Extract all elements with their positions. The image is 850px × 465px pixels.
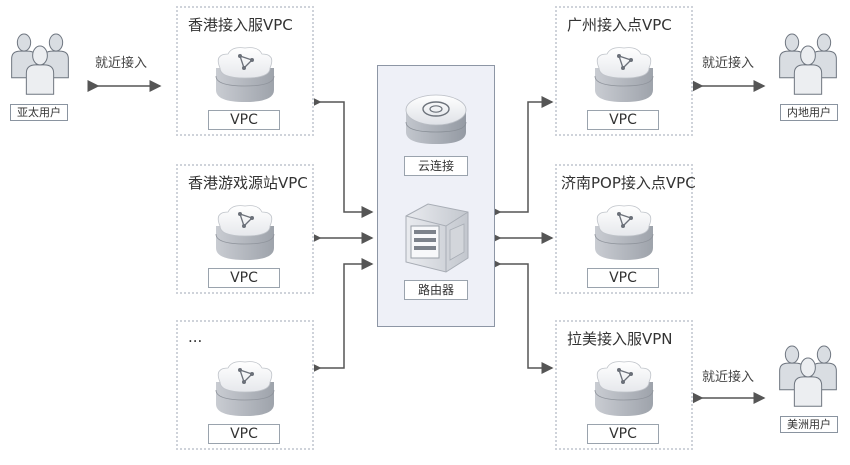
vpc-icon (589, 360, 659, 420)
mainland-users-label: 内地用户 (780, 104, 838, 121)
vpc-box-more: ... VPC (176, 320, 314, 450)
arrow-right-top (489, 96, 554, 218)
vpc-title: 香港接入服VPC (188, 16, 293, 34)
users-icon (779, 33, 837, 95)
router-icon (405, 203, 469, 273)
vpc-icon (210, 204, 280, 264)
near-access-right-bottom: 就近接入 (702, 370, 755, 385)
person-shape (11, 33, 37, 79)
person-shape (25, 45, 55, 95)
vpc-icon (589, 204, 659, 264)
vpc-cloud-icon (215, 47, 275, 102)
vpc-icon (589, 46, 659, 106)
vpc-cloud-icon (215, 205, 275, 260)
apac-users: 亚太用户 (6, 30, 76, 122)
cloud-connect-panel: 云连接 路由器 (377, 65, 495, 327)
users-icon (779, 345, 837, 407)
cloud-connect-label: 云连接 (404, 156, 468, 176)
vpc-title: ... (188, 328, 203, 346)
vpc-title: 济南POP接入点VPC (561, 174, 696, 192)
vpc-cloud-icon (594, 205, 654, 260)
vpc-label: VPC (587, 424, 659, 444)
vpc-cloud-icon (594, 47, 654, 102)
users-icon (11, 33, 69, 95)
vpc-label: VPC (587, 268, 659, 288)
arrow-right-bottom (489, 258, 554, 374)
person-shape (793, 45, 823, 95)
vpc-box-hk-game: 香港游戏源站VPC VPC (176, 164, 314, 294)
vpc-box-jinan-pop: 济南POP接入点VPC VPC (555, 164, 696, 294)
person-shape (793, 357, 823, 407)
vpc-title: 广州接入点VPC (567, 16, 672, 34)
mainland-users: 内地用户 (774, 30, 844, 122)
vpc-box-hk-access: 香港接入服VPC VPC (176, 6, 314, 136)
vpc-label: VPC (208, 268, 280, 288)
vpc-box-gz-access: 广州接入点VPC VPC (555, 6, 693, 136)
vpc-label: VPC (208, 110, 280, 130)
vpc-label: VPC (208, 424, 280, 444)
vpc-icon (210, 46, 280, 106)
americas-users: 美洲用户 (774, 342, 844, 434)
near-access-left: 就近接入 (95, 56, 148, 71)
vpc-icon (210, 360, 280, 420)
apac-users-label: 亚太用户 (10, 104, 68, 121)
vpc-box-latam-access: 拉美接入服VPN VPC (555, 320, 693, 450)
vpc-cloud-icon (594, 361, 654, 416)
router-label: 路由器 (404, 280, 468, 300)
americas-users-label: 美洲用户 (780, 416, 838, 433)
vpc-cloud-icon (215, 361, 275, 416)
vpc-title: 香港游戏源站VPC (188, 174, 308, 192)
vpc-title: 拉美接入服VPN (567, 330, 673, 348)
cloud-connect-icon (405, 94, 467, 144)
arrow-left-top (309, 96, 374, 218)
vpc-label: VPC (587, 110, 659, 130)
near-access-right-top: 就近接入 (702, 56, 755, 71)
arrow-left-bottom (309, 258, 374, 374)
